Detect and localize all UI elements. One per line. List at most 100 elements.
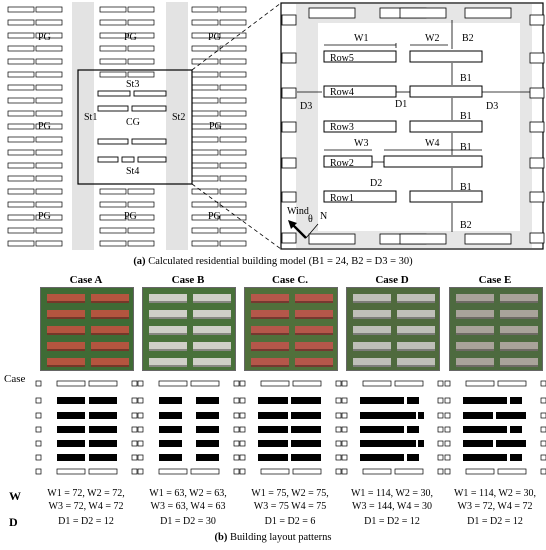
building-roof — [353, 326, 391, 335]
building-roof — [397, 294, 435, 303]
schematic-solid-bldg — [57, 454, 85, 461]
schematic-solid-bldg — [196, 440, 219, 447]
schematic-solid-bldg — [510, 454, 522, 461]
schematic-outline-edge — [540, 440, 546, 447]
schematic-solid-bldg — [159, 426, 182, 433]
schematic-solid-bldg — [196, 454, 219, 461]
schematic-outline-bldg — [394, 380, 424, 387]
building — [7, 162, 35, 169]
building — [219, 201, 247, 208]
w-values: W1 = 114, W2 = 30,W3 = 72, W4 = 72 — [453, 488, 537, 512]
schematic-outline-edge — [437, 468, 444, 475]
pg-label: PG — [38, 121, 51, 132]
schematic-outline-edge — [444, 426, 451, 433]
building — [7, 71, 35, 78]
schematic-outline-bldg — [292, 380, 322, 387]
schematic-outline-bldg — [158, 380, 188, 387]
schematic-solid-bldg — [496, 412, 526, 419]
schematic-solid-bldg — [258, 440, 288, 447]
building — [191, 136, 219, 143]
building — [409, 120, 483, 133]
schematic-outline-bldg — [88, 468, 118, 475]
schematic-outline-edge — [341, 468, 348, 475]
w-values: W1 = 63, W2 = 63,W3 = 63, W4 = 63 — [149, 488, 227, 512]
building — [191, 45, 219, 52]
building-roof — [295, 294, 333, 303]
building — [7, 136, 35, 143]
schematic-outline-edge — [540, 397, 546, 404]
building — [7, 110, 35, 117]
schematic-outline-edge — [233, 412, 240, 419]
building — [7, 227, 35, 234]
building — [191, 71, 219, 78]
caption-b-text: Building layout patterns — [229, 532, 332, 543]
schematic-outline-edge — [437, 397, 444, 404]
row-label-w: W — [9, 489, 21, 503]
building — [99, 201, 127, 208]
schematic-outline-edge — [233, 426, 240, 433]
schematic-solid-bldg — [360, 412, 416, 419]
street-label-st1: St1 — [84, 112, 97, 123]
row-label-row1: Row1 — [330, 193, 354, 204]
schematic-outline-edge — [341, 397, 348, 404]
building-roof — [295, 326, 333, 335]
building — [131, 138, 167, 145]
building — [35, 240, 63, 247]
building-roof — [149, 326, 187, 335]
building-roof — [149, 342, 187, 351]
building — [529, 14, 545, 26]
schematic-outline-bldg — [88, 380, 118, 387]
building-roof — [456, 342, 494, 351]
building — [308, 7, 356, 19]
w-values: W1 = 72, W2 = 72,W3 = 72, W4 = 72 — [47, 488, 125, 512]
row-label-row5: Row5 — [330, 53, 354, 64]
building — [219, 149, 247, 156]
case-title: Case D — [375, 274, 409, 286]
schematic-solid-bldg — [89, 412, 117, 419]
overview-buildings — [7, 6, 247, 247]
schematic-solid-bldg — [57, 440, 85, 447]
building-roof — [251, 294, 289, 303]
overview-labels: PG PG PG PG PG PG PG PG CG St1 St2 St3 S… — [38, 32, 222, 222]
schematic-solid-bldg — [463, 440, 493, 447]
schematic-outline-edge — [239, 412, 246, 419]
building-roof — [456, 294, 494, 303]
row-label-row2: Row2 — [330, 158, 354, 169]
schematic-outline-bldg — [292, 468, 322, 475]
schematic-outline-edge — [131, 454, 138, 461]
building — [219, 162, 247, 169]
building — [35, 110, 63, 117]
building — [35, 45, 63, 52]
schematic-outline-bldg — [260, 380, 290, 387]
building-roof — [149, 294, 187, 303]
d-values: D1 = D2 = 12 — [364, 516, 420, 527]
w-values: W1 = 114, W2 = 30,W3 = 144, W4 = 30 — [350, 488, 434, 512]
schematic-outline-bldg — [158, 468, 188, 475]
building-roof — [456, 358, 494, 367]
dim-label-b2: B2 — [460, 220, 472, 231]
schematic-outline-edge — [131, 380, 138, 387]
zoom-box — [77, 69, 193, 185]
row-label-d: D — [9, 515, 18, 529]
schematic-outline-edge — [131, 397, 138, 404]
building — [7, 214, 35, 221]
building — [35, 123, 63, 130]
building-roof — [456, 310, 494, 319]
building — [529, 157, 545, 169]
case-title: Case A — [69, 274, 103, 286]
schematic-outline-edge — [335, 380, 342, 387]
schematic-solid-bldg — [360, 426, 404, 433]
building — [219, 32, 247, 39]
schematic-outline-bldg — [190, 380, 220, 387]
building — [529, 87, 545, 99]
building-roof — [500, 342, 538, 351]
building — [35, 136, 63, 143]
schematic-outline-edge — [444, 468, 451, 475]
building-roof — [295, 310, 333, 319]
row-label-row3: Row3 — [330, 122, 354, 133]
building-roof — [91, 310, 129, 319]
schematic-outline-edge — [239, 397, 246, 404]
caption-b: (b) Building layout patterns — [0, 532, 546, 543]
dimension-lines — [297, 20, 530, 232]
caption-a-text: Calculated residential building model (B… — [148, 256, 413, 267]
